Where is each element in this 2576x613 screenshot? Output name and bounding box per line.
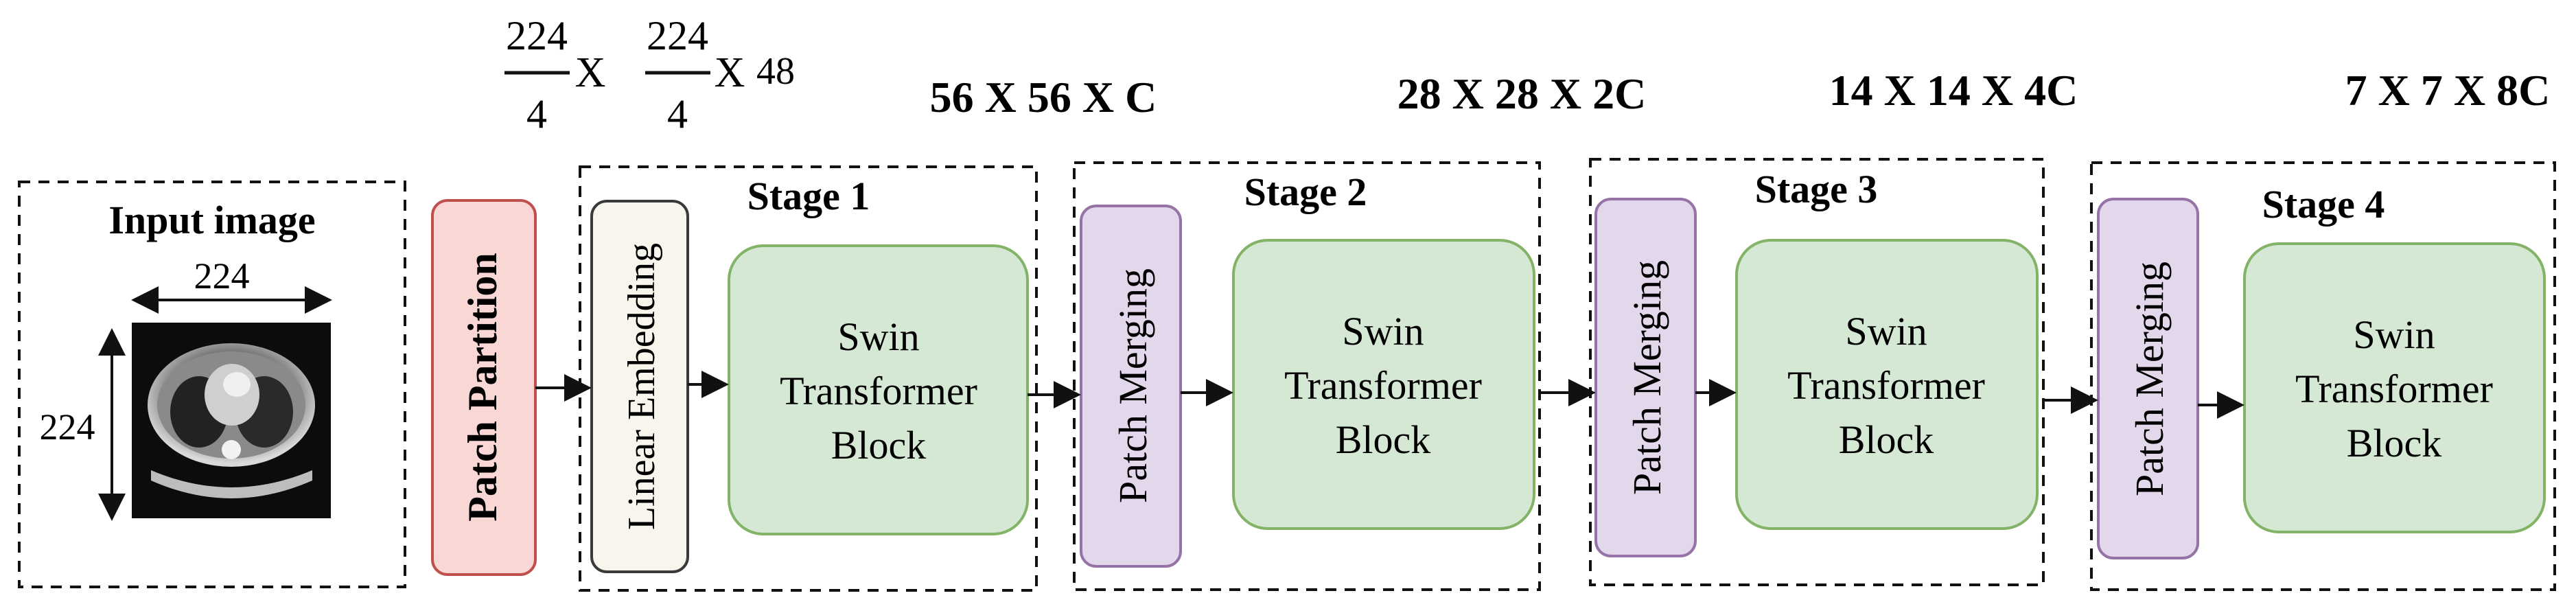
dim-stage2: 28 X 28 X 2C xyxy=(1397,69,1647,118)
stage-3-border xyxy=(1589,158,2045,586)
linear-embedding-box xyxy=(590,200,689,573)
dim-stage3: 14 X 14 X 4C xyxy=(1829,66,2078,115)
swin-block-line-2: Transformer xyxy=(1284,363,1482,408)
dim-frac1-denominator: 4 xyxy=(526,91,547,137)
stage-3-title: Stage 3 xyxy=(1755,167,1878,211)
swin-block-line-3: Block xyxy=(2347,421,2442,465)
patch-merging-label-stage-4: Patch Merging xyxy=(2127,262,2172,496)
dim-frac2-denominator: 4 xyxy=(667,91,688,137)
swin-block-stage-1 xyxy=(728,244,1029,535)
patch-partition-label: Patch Partition xyxy=(460,253,505,522)
patch-merging-label-stage-2: Patch Merging xyxy=(1111,268,1155,503)
dim-frac1-numerator: 224 xyxy=(506,13,568,58)
swin-block-line-2: Transformer xyxy=(1787,363,1985,408)
swin-block-line-1: Swin xyxy=(837,314,919,359)
dim-times-1: X xyxy=(575,49,606,96)
flow-arrows xyxy=(535,371,2244,419)
stage-4-title: Stage 4 xyxy=(2262,182,2385,227)
swin-block-stage-2 xyxy=(1232,239,1535,530)
stage-1-title: Stage 1 xyxy=(747,174,870,218)
swin-block-stage-3 xyxy=(1735,239,2039,530)
stage-4-border xyxy=(2090,161,2556,591)
dim-stage4: 7 X 7 X 8C xyxy=(2345,66,2551,115)
swin-block-line-3: Block xyxy=(831,423,927,467)
stage-1: Stage 1 Linear Embedding Swin Transforme… xyxy=(579,165,1038,592)
input-height-label: 224 xyxy=(40,406,95,448)
swin-block-line-1: Swin xyxy=(1342,309,1424,354)
linear-embedding-label: Linear Embedding xyxy=(620,243,663,530)
swin-block-line-2: Transformer xyxy=(780,369,977,413)
dim-frac2-numerator: 224 xyxy=(647,13,708,58)
swin-block-line-2: Transformer xyxy=(2295,367,2493,411)
patch-merging-box-stage-2 xyxy=(1080,205,1182,568)
stage-3: Stage 3 Patch Merging Swin Transformer B… xyxy=(1589,158,2045,586)
patch-partition: Patch Partition xyxy=(431,199,537,576)
dim-depth: 48 xyxy=(756,50,795,93)
stage-2-title: Stage 2 xyxy=(1244,170,1367,214)
swin-block-stage-4 xyxy=(2243,242,2546,533)
input-panel-border xyxy=(18,181,406,588)
stage-4: Stage 4 Patch Merging Swin Transformer B… xyxy=(2090,161,2556,591)
ct-scan-image-icon xyxy=(132,323,331,518)
input-image-title: Input image xyxy=(108,198,315,242)
input-image-panel: Input image 224 224 xyxy=(18,181,406,588)
stage-2-border xyxy=(1073,161,1541,591)
stage-2: Stage 2 Patch Merging Swin Transformer B… xyxy=(1073,161,1541,591)
input-width-label: 224 xyxy=(194,255,250,297)
swin-block-line-1: Swin xyxy=(2353,312,2435,357)
swin-block-line-3: Block xyxy=(1839,417,1934,462)
patch-merging-label-stage-3: Patch Merging xyxy=(1625,260,1669,495)
patch-merging-box-stage-3 xyxy=(1594,198,1697,557)
swin-block-line-3: Block xyxy=(1336,417,1431,462)
partition-dims: 224 4 X 224 4 X 48 xyxy=(504,13,795,137)
dim-times-2: X xyxy=(715,49,745,96)
swin-block-line-1: Swin xyxy=(1845,309,1927,354)
dim-stage1: 56 X 56 X C xyxy=(930,73,1157,122)
patch-merging-box-stage-4 xyxy=(2097,198,2199,559)
